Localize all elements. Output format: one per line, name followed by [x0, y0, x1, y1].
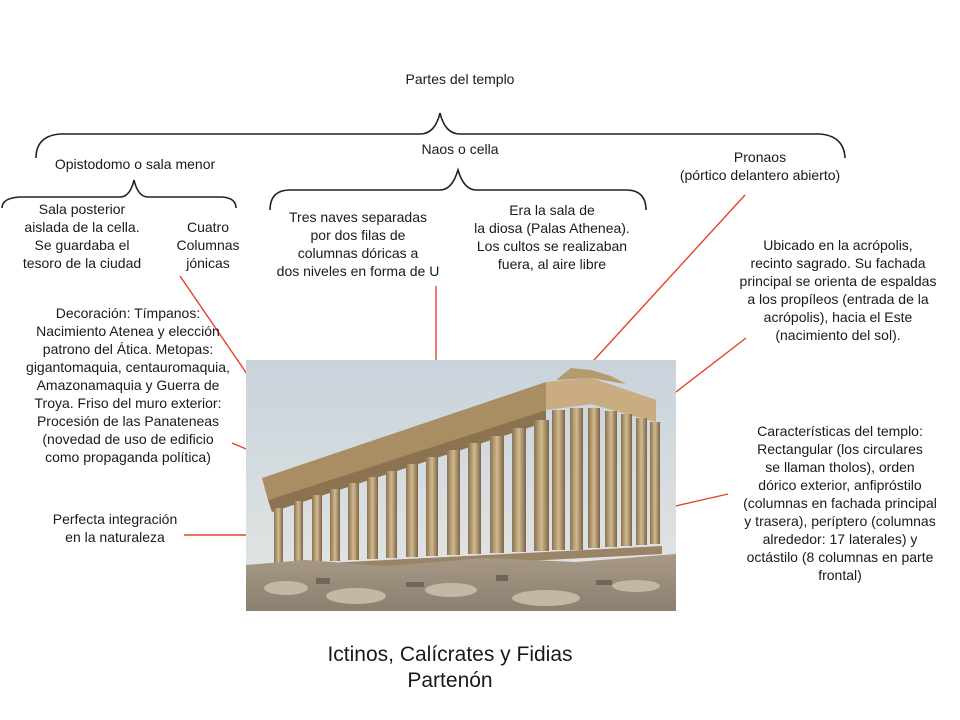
diagram-title: Partes del templo: [405, 71, 515, 87]
ubicado-text: Ubicado en la acrópolis, recinto sagrado…: [739, 237, 937, 343]
tres-naves-text: Tres naves separadas por dos filas de co…: [276, 209, 440, 279]
caracteristicas-text: Características del templo: Rectangular …: [743, 423, 937, 583]
parthenon-photo: [246, 360, 676, 611]
top-brace: [35, 112, 846, 159]
sala-diosa-text: Era la sala de la diosa (Palas Athenea).…: [474, 202, 630, 272]
opistodomo-brace: [1, 179, 237, 209]
opistodomo-label: Opistodomo o sala menor: [54, 156, 216, 172]
arrow-pronaos: [573, 194, 746, 383]
naos-brace: [269, 167, 647, 211]
cuatro-columnas-text: Cuatro Columnas jónicas: [176, 219, 240, 271]
decoracion-text: Decoración: Tímpanos: Nacimiento Atenea …: [26, 305, 230, 465]
partenon-title: Partenón: [407, 669, 493, 692]
naos-label: Naos o cella: [421, 141, 499, 157]
pronaos-label: Pronaos (pórtico delantero abierto): [679, 149, 841, 183]
sala-posterior-text: Sala posterior aislada de la cella. Se g…: [22, 201, 142, 271]
autores-title: Ictinos, Calícrates y Fidias: [327, 643, 573, 666]
integracion-text: Perfecta integración en la naturaleza: [52, 511, 178, 545]
